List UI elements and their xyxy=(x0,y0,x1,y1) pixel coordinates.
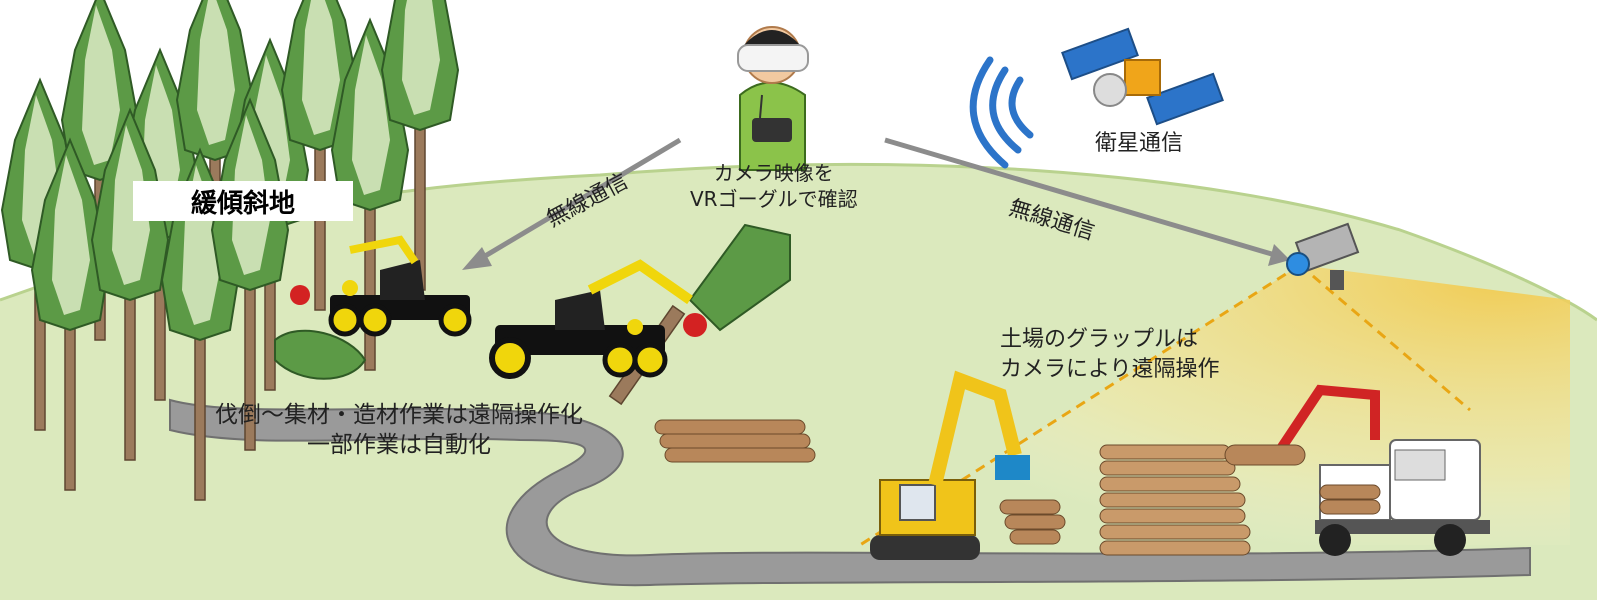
satellite-icon xyxy=(1061,27,1224,126)
log-pile-large xyxy=(1099,444,1251,556)
grapple-caption: 土場のグラップルは カメラにより遠隔操作 xyxy=(1000,325,1220,385)
operator-caption: カメラ映像を VRゴーグルで確認 xyxy=(690,160,858,212)
forest-caption-line-1: 伐倒～集材・造材作業は遠隔操作化 xyxy=(215,402,583,428)
grapple-caption-line-2: カメラにより遠隔操作 xyxy=(1000,357,1220,382)
forestry-machine-icon xyxy=(290,235,472,337)
operator-caption-line-2: VRゴーグルで確認 xyxy=(690,187,858,211)
forest-caption: 伐倒～集材・造材作業は遠隔操作化 一部作業は自動化 xyxy=(215,400,583,460)
log-pile-small xyxy=(654,419,816,463)
vr-operator-icon xyxy=(737,26,809,171)
excavator-grapple-icon xyxy=(870,370,1066,560)
terrain-title-label: 緩傾斜地 xyxy=(133,181,353,221)
log-truck-icon xyxy=(1224,384,1490,556)
arrow-right xyxy=(884,137,1290,266)
satellite-label: 衛星通信 xyxy=(1095,131,1184,156)
signal-waves-icon xyxy=(969,56,1034,169)
forest-caption-line-2: 一部作業は自動化 xyxy=(307,432,491,458)
operator-caption-line-1: カメラ映像を xyxy=(713,161,834,185)
security-camera-icon xyxy=(1286,222,1360,290)
road xyxy=(169,398,1531,587)
harvester-icon xyxy=(489,259,707,379)
arrow-left xyxy=(462,137,682,270)
grapple-caption-line-1: 土場のグラップルは xyxy=(1000,327,1199,352)
